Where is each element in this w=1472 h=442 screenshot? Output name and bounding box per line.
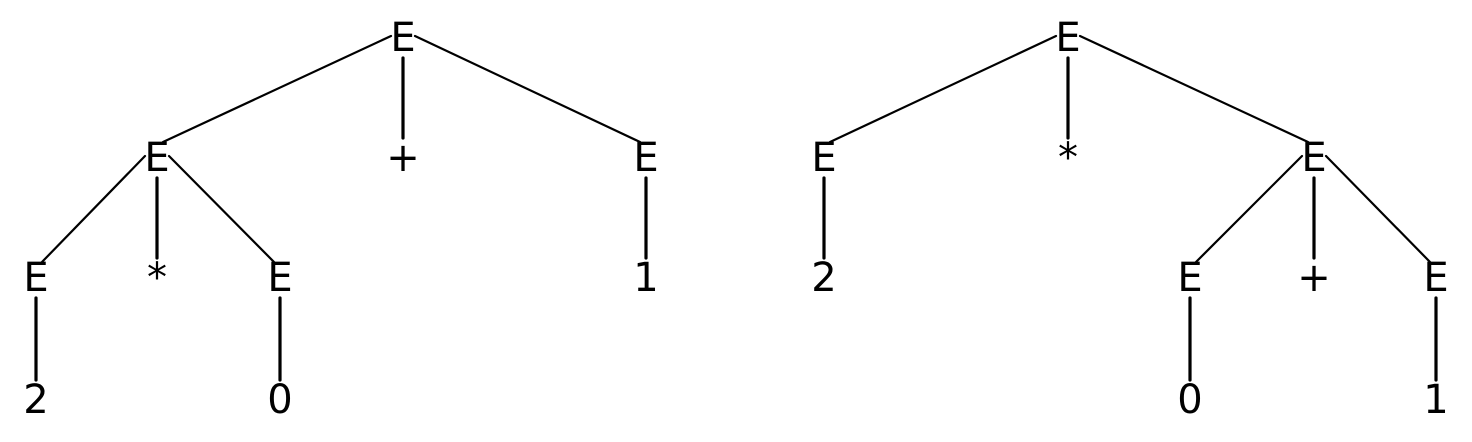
tree-edge (40, 154, 147, 264)
tree-node-label: 1 (1423, 377, 1448, 423)
tree-node-label: 1 (633, 255, 658, 301)
tree-node-label: 2 (811, 255, 836, 301)
tree-edge (1078, 34, 1310, 144)
parse-tree-right: E E * E 2 E + E 0 1 (811, 15, 1448, 423)
tree-node-label: * (1058, 135, 1078, 181)
tree-node-label: 0 (267, 377, 292, 423)
tree-node-label: * (147, 255, 167, 301)
tree-node-label: 0 (1177, 377, 1202, 423)
tree-node-label: E (23, 255, 48, 301)
tree-node-label: + (1297, 255, 1331, 301)
tree-edge (167, 154, 276, 264)
tree-edge (1194, 154, 1304, 264)
tree-node-label: E (633, 135, 658, 181)
parse-tree-left: E E + E E * E 1 2 0 (23, 15, 658, 423)
tree-node-label: E (811, 135, 836, 181)
tree-edge (413, 34, 642, 144)
tree-edge (1324, 154, 1432, 264)
tree-node-label: E (267, 255, 292, 301)
tree-node-label: E (390, 15, 415, 61)
tree-node-label: E (144, 135, 169, 181)
tree-edge (161, 34, 393, 144)
tree-node-label: + (386, 135, 420, 181)
tree-node-label: E (1301, 135, 1326, 181)
tree-node-label: E (1177, 255, 1202, 301)
tree-node-label: 2 (23, 377, 48, 423)
tree-node-label: E (1055, 15, 1080, 61)
tree-node-label: E (1423, 255, 1448, 301)
tree-edge (828, 34, 1058, 144)
